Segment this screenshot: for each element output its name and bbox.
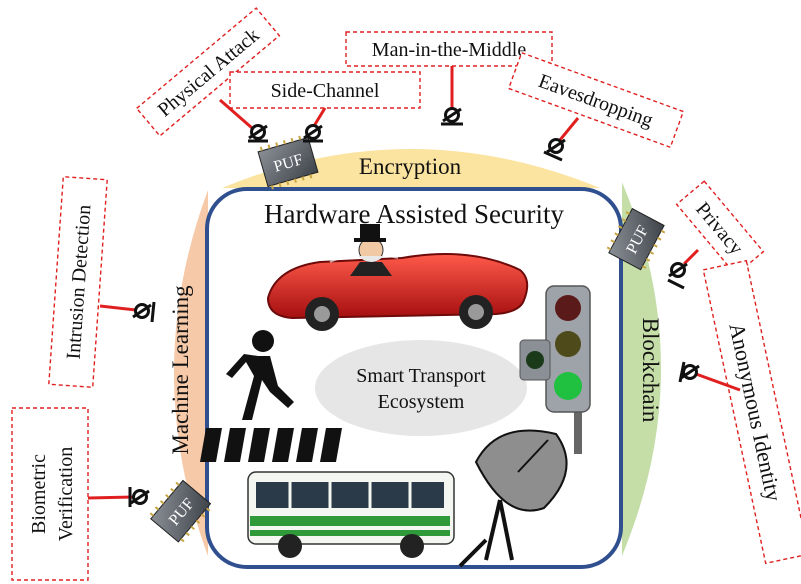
encryption-band: [222, 149, 600, 188]
crosswalk-icon: [200, 428, 342, 462]
machine-learning-label: Machine Learning: [168, 285, 193, 455]
ecosystem-line1: Smart Transport: [356, 365, 486, 387]
ecosystem-line2: Ecosystem: [378, 391, 465, 413]
satellite-dish-icon: [458, 429, 568, 568]
car-icon: [266, 224, 529, 331]
encryption-label: Encryption: [359, 154, 462, 179]
biometric-label-line2: Verification: [55, 447, 77, 541]
biometric-label-line1: Biometric: [28, 454, 50, 534]
anonymous-identity-callout: Anonymous Identity: [678, 259, 801, 565]
ecosystem-ellipse: [315, 340, 527, 436]
blocked-icon: [543, 138, 566, 162]
traffic-light-icon: [519, 285, 591, 454]
blocked-icon: [667, 262, 688, 290]
blocked-icon: [441, 107, 463, 126]
mitm-label: Man-in-the-Middle: [372, 39, 527, 61]
puf-chip-top-left: PUF: [257, 135, 319, 190]
blocked-icon: [678, 361, 700, 383]
side-channel-callout: Side-Channel: [229, 71, 421, 143]
intrusion-detection-callout: Intrusion Detection: [48, 175, 156, 389]
bus-icon: [247, 471, 455, 558]
blockchain-band: [622, 182, 661, 556]
blocked-icon: [303, 124, 323, 143]
blocked-icon: [248, 124, 268, 143]
puf-chip-bottom-left: PUF: [149, 479, 212, 543]
center-title: Hardware Assisted Security: [264, 199, 564, 229]
eavesdropping-callout: Eavesdropping: [507, 51, 685, 162]
side-channel-label: Side-Channel: [271, 80, 380, 102]
mitm-callout: Man-in-the-Middle: [345, 31, 553, 126]
puf-chip-right: PUF: [606, 207, 666, 271]
pedestrian-icon: [226, 330, 294, 420]
blocked-icon: [128, 487, 150, 507]
machine-learning-band: [174, 190, 208, 556]
biometric-verification-callout: Biometric Verification: [11, 407, 150, 581]
blockchain-label: Blockchain: [638, 318, 663, 423]
blocked-icon: [132, 301, 156, 323]
